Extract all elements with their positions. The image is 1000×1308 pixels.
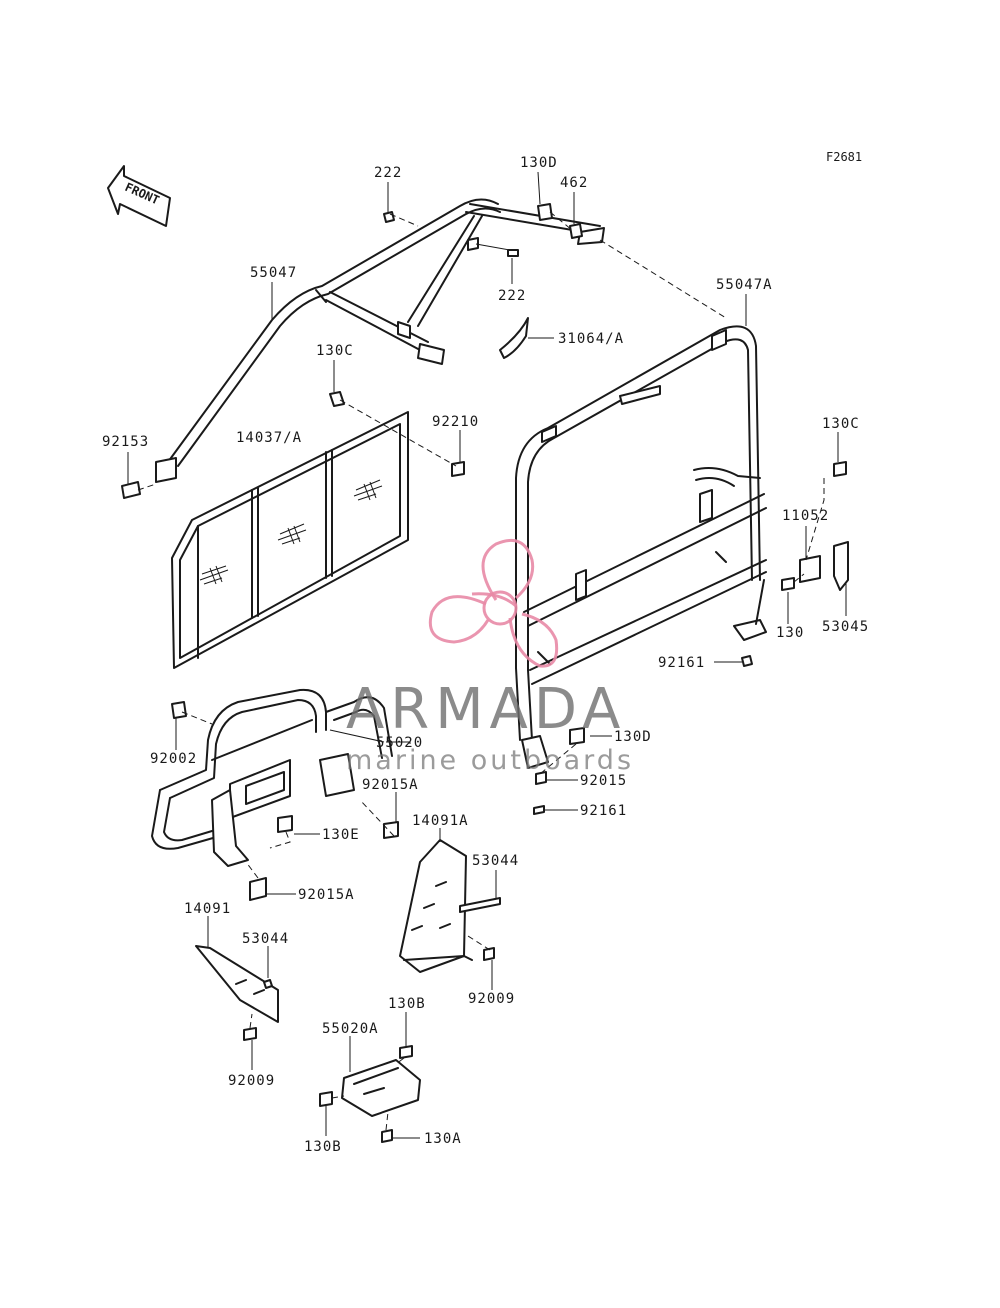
leader-lines bbox=[127, 171, 847, 1139]
callout-462: 462 bbox=[560, 175, 588, 191]
watermark-tagline: marine outboards bbox=[346, 745, 634, 776]
callout-92153: 92153 bbox=[102, 434, 149, 450]
callout-55047A: 55047A bbox=[716, 277, 773, 293]
callout-31064A: 31064/A bbox=[558, 331, 624, 347]
callout-53045: 53045 bbox=[822, 619, 869, 635]
callout-55047: 55047 bbox=[250, 265, 297, 281]
skid-plate-55020A bbox=[341, 1059, 421, 1117]
callout-130: 130 bbox=[776, 625, 804, 641]
callout-labels: 222 130D 462 222 55047 55047A 31064/A 13… bbox=[102, 155, 869, 1155]
rear-frame-55047A bbox=[515, 325, 767, 769]
rear-screen-14037A bbox=[171, 411, 409, 669]
callout-222-mid: 222 bbox=[498, 288, 526, 304]
front-guard-55020 bbox=[151, 688, 393, 867]
callout-92002: 92002 bbox=[150, 751, 197, 767]
assembly-lines bbox=[137, 211, 825, 1131]
callout-130B-top: 130B bbox=[388, 996, 426, 1012]
callout-55020: 55020 bbox=[376, 735, 423, 751]
callout-92161-bottom: 92161 bbox=[580, 803, 627, 819]
callout-130B-bottom: 130B bbox=[304, 1139, 342, 1155]
callout-53044-left: 53044 bbox=[242, 931, 289, 947]
callout-92015A-top: 92015A bbox=[362, 777, 419, 793]
callout-92009-left: 92009 bbox=[228, 1073, 275, 1089]
callout-130C-left: 130C bbox=[316, 343, 354, 359]
callout-130E: 130E bbox=[322, 827, 360, 843]
callout-130D-mid: 130D bbox=[614, 729, 652, 745]
callout-92210: 92210 bbox=[432, 414, 479, 430]
callout-92015: 92015 bbox=[580, 773, 627, 789]
front-arrow-icon: FRONT bbox=[107, 165, 171, 227]
guard-panel-14091A bbox=[399, 839, 473, 973]
watermark: ARMADA marine outboards bbox=[346, 539, 634, 776]
callout-222-top: 222 bbox=[374, 165, 402, 181]
callout-92161-right: 92161 bbox=[658, 655, 705, 671]
propeller-icon bbox=[428, 539, 559, 668]
callout-130A: 130A bbox=[424, 1131, 462, 1147]
watermark-brand: ARMADA bbox=[346, 677, 626, 742]
callout-11052: 11052 bbox=[782, 508, 829, 524]
callout-92009-right: 92009 bbox=[468, 991, 515, 1007]
callout-14091A: 14091A bbox=[412, 813, 469, 829]
callout-14037A: 14037/A bbox=[236, 430, 302, 446]
figure-code: F2681 bbox=[826, 150, 862, 164]
callout-53044-right: 53044 bbox=[472, 853, 519, 869]
callout-92015A-bottom: 92015A bbox=[298, 887, 355, 903]
roof-frame-55047 bbox=[155, 198, 605, 483]
callout-130C-right: 130C bbox=[822, 416, 860, 432]
callout-14091: 14091 bbox=[184, 901, 231, 917]
callout-130D-top: 130D bbox=[520, 155, 558, 171]
callout-55020A: 55020A bbox=[322, 1021, 379, 1037]
